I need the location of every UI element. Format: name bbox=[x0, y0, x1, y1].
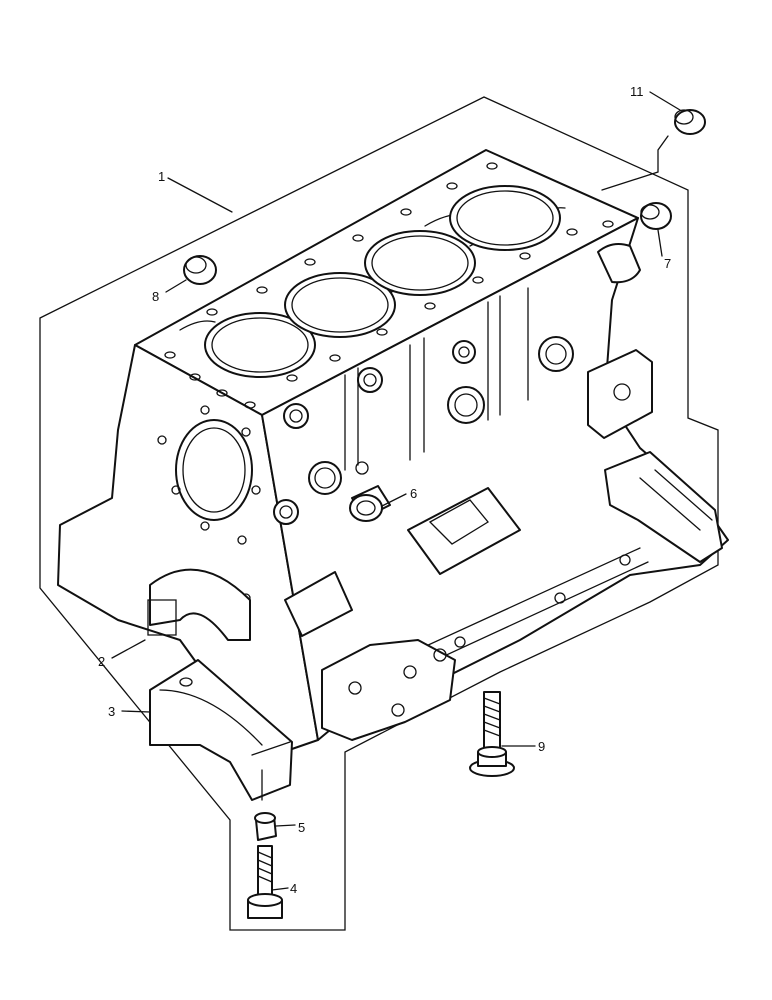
cylinder-bores bbox=[204, 185, 561, 378]
part-3-bearing-cap bbox=[149, 659, 293, 801]
callouts: 1 2 3 4 5 6 7 8 9 11 bbox=[98, 84, 671, 896]
part-7-plug bbox=[640, 202, 672, 230]
callout-8: 8 bbox=[152, 289, 159, 304]
part-5-sleeve bbox=[254, 812, 277, 841]
callout-3: 3 bbox=[108, 704, 115, 719]
callout-4: 4 bbox=[290, 881, 297, 896]
part-9-flange-bolt bbox=[469, 691, 515, 777]
callout-1: 1 bbox=[158, 169, 165, 184]
side-face-details bbox=[273, 243, 723, 741]
callout-9: 9 bbox=[538, 739, 545, 754]
leader-lines bbox=[111, 91, 681, 891]
part-6-bushing bbox=[349, 485, 391, 522]
callout-7: 7 bbox=[664, 256, 671, 271]
part-11-plug bbox=[674, 109, 706, 135]
callout-5: 5 bbox=[298, 820, 305, 835]
cylinder-block bbox=[57, 149, 729, 761]
callout-6: 6 bbox=[410, 486, 417, 501]
part-8-plug bbox=[183, 255, 217, 285]
callout-11: 11 bbox=[630, 84, 644, 99]
front-face-details bbox=[147, 405, 261, 641]
part-4-bolt bbox=[247, 845, 283, 919]
assembly-boundary-outline bbox=[39, 96, 719, 931]
callout-2: 2 bbox=[98, 654, 105, 669]
